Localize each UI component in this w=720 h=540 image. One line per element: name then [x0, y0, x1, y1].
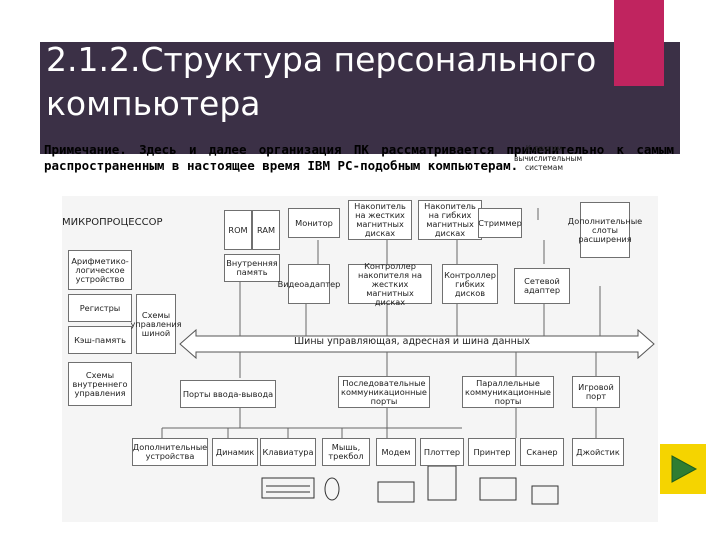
peripheral-joystick-box: Джойстик — [572, 438, 624, 466]
game-port-box: Игровой порт — [572, 376, 620, 408]
diagram-lines — [161, 208, 655, 505]
hdd-controller-box: Контроллер накопителя на жестких магнитн… — [348, 261, 432, 306]
plotter-icon — [427, 465, 457, 501]
monitor-box: Монитор — [288, 208, 340, 238]
bus-arrow — [179, 328, 655, 360]
modem-icon — [377, 481, 415, 503]
serial-ports-box: Последовательные коммуникационные порты — [338, 376, 430, 408]
note-text: Примечание. Здесь и далее организация ПК… — [44, 142, 674, 173]
cache-box: Кэш-память — [68, 326, 132, 354]
play-icon — [671, 455, 698, 483]
accent-strip — [614, 0, 664, 86]
slide-title: 2.1.2.Структура персонального компьютера — [46, 40, 597, 123]
peripheral-printer-box: Принтер — [468, 438, 516, 466]
play-button[interactable] — [660, 444, 706, 494]
scanner-icon — [531, 485, 559, 505]
ram-box: RAM — [252, 210, 280, 250]
hdd-box: Накопитель на жестких магнитных дисках — [348, 200, 412, 240]
peripheral-extra-box: Дополнительные устройства — [132, 438, 208, 466]
extra-slots-box: Дополнительные слоты расширения — [568, 202, 642, 258]
fdd-box: Накопитель на гибких магнитных дисках — [418, 200, 482, 240]
streamer-box: Стриммер — [478, 208, 522, 238]
printer-icon — [479, 477, 517, 501]
network-adapter-box: Сетевой адаптер — [514, 268, 570, 304]
internal-memory-box: Внутренняя память — [224, 254, 280, 282]
parallel-ports-box: Параллельные коммуникационные порты — [462, 376, 554, 408]
bus-control-box: Схемы управления шиной — [130, 294, 182, 354]
pc-structure-diagram: МИКРОПРОЦЕССОР Арифметико-логическое уст… — [62, 144, 658, 522]
network-label: К другим вычислительным системам — [514, 144, 583, 172]
internal-control-box: Схемы внутреннего управления — [68, 362, 132, 406]
peripheral-mouse-box: Мышь, трекбол — [322, 438, 370, 466]
alu-box: Арифметико-логическое устройство — [68, 250, 132, 290]
bus-label: Шины управляющая, адресная и шина данных — [294, 336, 530, 347]
mouse-icon — [324, 477, 340, 501]
video-adapter-box: Видеоадаптер — [278, 264, 340, 304]
peripheral-keyboard-box: Клавиатура — [260, 438, 316, 466]
title-band — [40, 42, 680, 154]
peripheral-plotter-box: Плоттер — [420, 438, 464, 466]
registers-box: Регистры — [68, 294, 132, 322]
peripheral-modem-box: Модем — [376, 438, 416, 466]
peripheral-scanner-box: Сканер — [520, 438, 564, 466]
rom-box: ROM — [224, 210, 252, 250]
io-ports-box: Порты ввода-вывода — [180, 380, 276, 408]
fdd-controller-box: Контроллер гибких дисков — [442, 264, 498, 304]
microprocessor-title: МИКРОПРОЦЕССОР — [62, 217, 163, 228]
keyboard-icon — [261, 477, 315, 499]
peripheral-speaker-box: Динамик — [212, 438, 258, 466]
